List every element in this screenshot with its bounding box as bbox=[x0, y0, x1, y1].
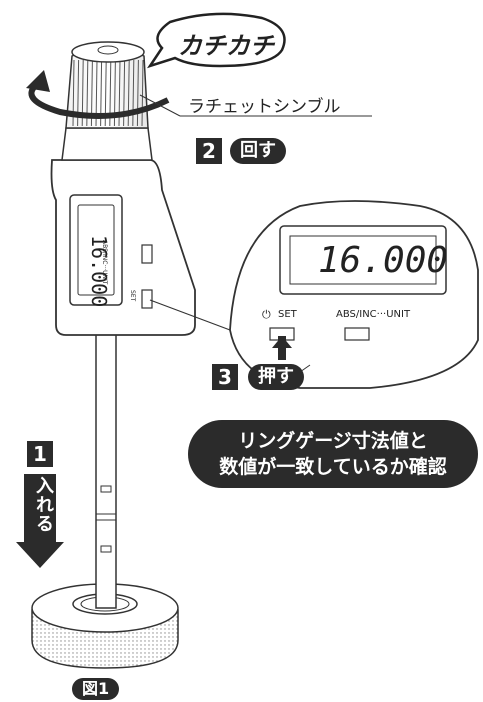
small-set-label: SET bbox=[129, 290, 136, 302]
step1-label: 入れる bbox=[33, 476, 54, 533]
click-sound-text: カチカチ bbox=[178, 32, 274, 60]
small-abs-label: ABS/INC···UNIT bbox=[101, 240, 108, 285]
step2-label: 回す bbox=[230, 138, 286, 164]
abs-inc-unit-button bbox=[344, 327, 370, 341]
step2-number: 2 bbox=[196, 138, 222, 164]
knurl-line bbox=[136, 59, 139, 127]
set-label: SET bbox=[278, 309, 297, 320]
zoom-callout bbox=[149, 200, 479, 389]
step3-number: 3 bbox=[212, 364, 238, 390]
step1-number: 1 bbox=[27, 441, 53, 467]
rotation-arrow-icon bbox=[26, 70, 170, 119]
abs-inc-unit-label: ABS/INC···UNIT bbox=[336, 309, 411, 320]
measuring-shaft bbox=[95, 329, 117, 609]
ratchet-leader bbox=[139, 94, 372, 117]
thimble-sleeve bbox=[61, 127, 153, 161]
banner-line-2: 数値が一致しているか確認 bbox=[219, 456, 447, 478]
zoom-display-value: 16.000 bbox=[318, 240, 449, 281]
step3-label: 押す bbox=[248, 364, 304, 390]
click-sound-bubble bbox=[146, 12, 286, 69]
micrometer-body bbox=[50, 159, 196, 336]
figure-label: 図1 bbox=[72, 678, 120, 700]
power-icon: ⏻ bbox=[262, 308, 271, 321]
knurl-line bbox=[141, 59, 144, 127]
verify-banner: リングゲージ寸法値と 数値が一致しているか確認 bbox=[188, 420, 478, 488]
ratchet-thimble-label: ラチェットシンブル bbox=[188, 97, 341, 117]
ratchet-thimble bbox=[65, 41, 149, 129]
banner-line-1: リングゲージ寸法値と bbox=[238, 430, 428, 452]
down-arrow-icon bbox=[16, 474, 64, 568]
